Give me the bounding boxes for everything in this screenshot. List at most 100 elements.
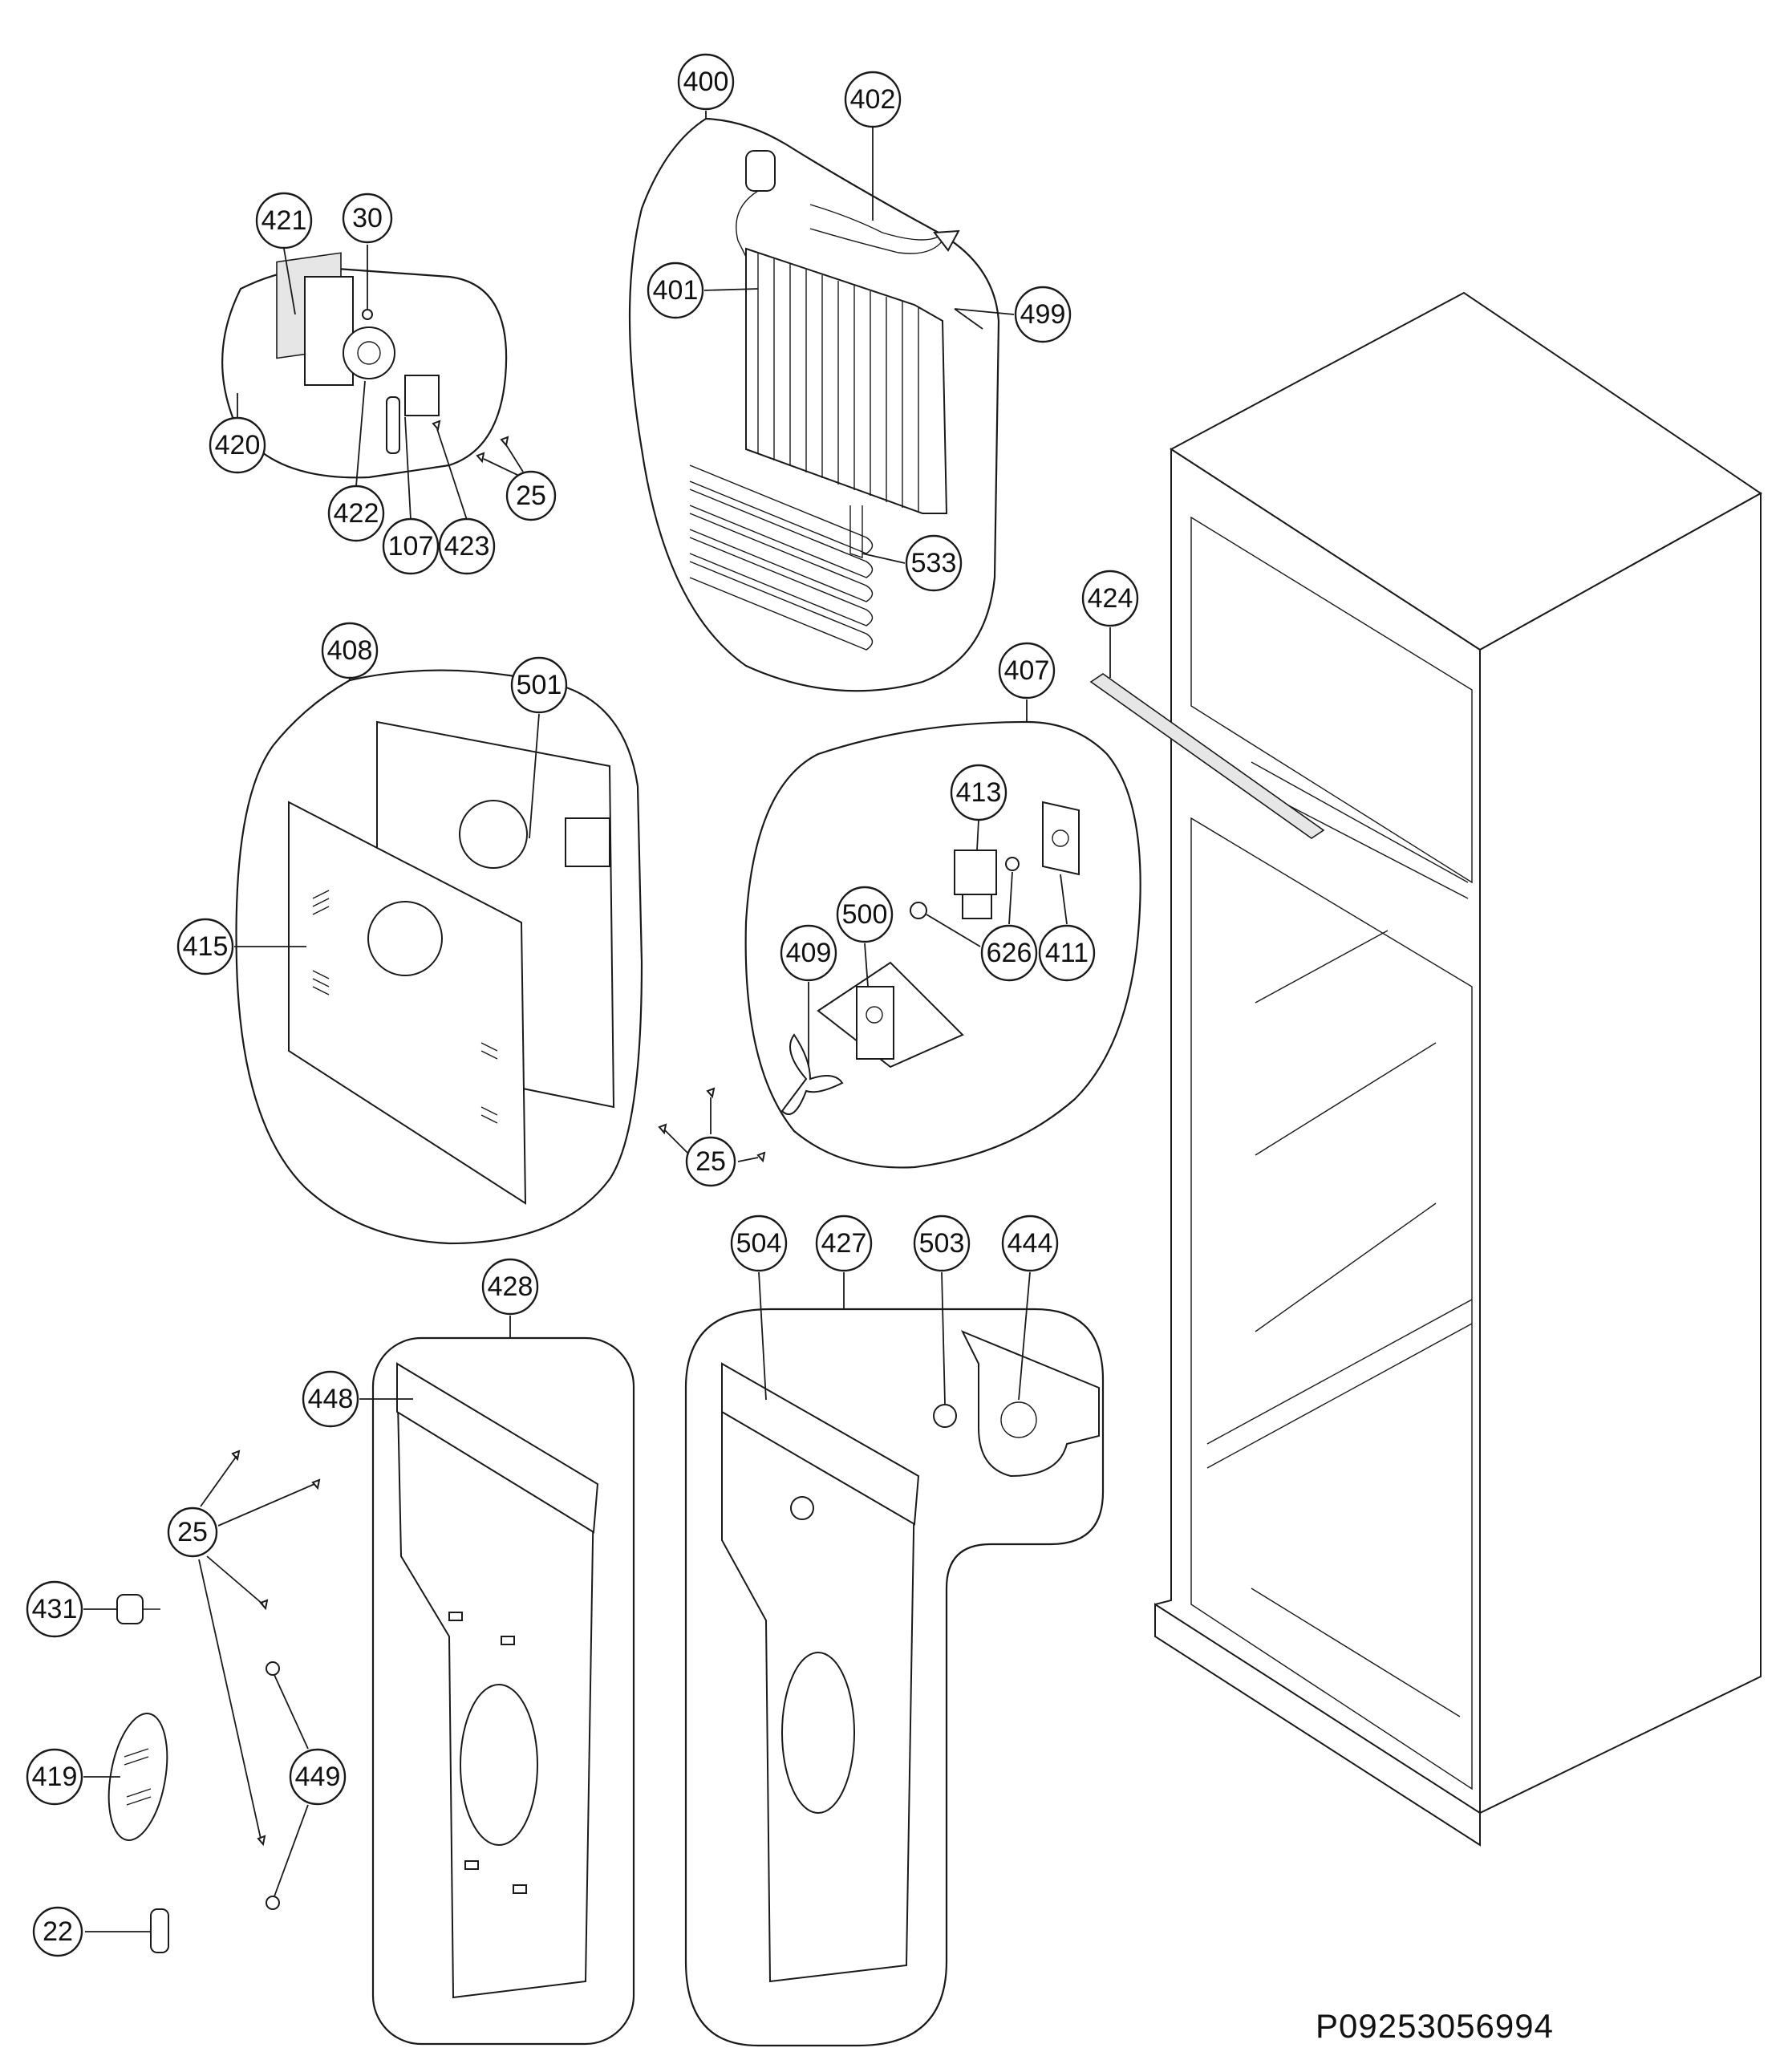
callout-30: 30 [342,193,393,244]
callout-label: 408 [327,635,373,666]
screws-25-center [658,1087,766,1163]
callout-circle [677,53,735,111]
callout-label: 22 [43,1916,73,1947]
callout-circle [26,1580,83,1638]
group-420-thermostat [221,245,524,521]
callout-label: 413 [956,777,1002,808]
callout-label: 107 [388,531,434,562]
callout-circle [1014,286,1072,343]
callout-circle [1038,924,1096,982]
callout-label: 423 [444,531,490,562]
callout-label: 400 [683,67,729,97]
callout-label: 427 [821,1228,867,1259]
callout-label: 420 [215,430,261,460]
document-code: P09253056994 [1316,2007,1554,2045]
callout-626: 626 [980,924,1038,982]
callout-circle [26,1748,83,1806]
callout-label: 407 [1004,655,1050,686]
callout-circle [844,71,902,128]
callout-503: 503 [913,1215,971,1272]
callout-label: 419 [32,1762,78,1792]
callout-circle [438,517,496,575]
callout-circle [815,1215,873,1272]
callout-circle [209,416,266,474]
group-400-evaporator [628,111,1015,692]
callout-label: 448 [308,1384,354,1414]
callout-label: 424 [1088,583,1133,614]
callout-415: 415 [176,918,234,975]
callout-label: 25 [177,1517,208,1547]
fridge-cabinet [1154,291,1762,1847]
callout-402: 402 [844,71,902,128]
callout-circle [647,262,704,319]
callout-label: 504 [736,1228,782,1259]
callout-circle [913,1215,971,1272]
callout-107: 107 [382,517,440,575]
callout-label: 25 [516,481,546,511]
callout-label: 415 [183,931,229,962]
callout-413: 413 [950,764,1007,821]
callout-circle [289,1748,347,1806]
callout-label: 411 [1045,938,1089,968]
group-407-fan [744,700,1141,1169]
group-408-duct [234,669,643,1245]
callout-501: 501 [510,656,568,714]
callout-label: 503 [919,1228,965,1259]
callout-circle [905,534,963,592]
callout-label: 449 [295,1762,341,1792]
callout-500: 500 [836,886,894,943]
callout-424: 424 [1081,570,1139,627]
callout-428: 428 [481,1258,539,1316]
callout-25: 25 [685,1136,736,1187]
callout-422: 422 [327,485,385,542]
callout-circle [730,1215,788,1272]
callout-label: 30 [352,203,383,233]
callout-label: 626 [987,938,1032,968]
callout-label: 25 [695,1146,726,1177]
callout-22: 22 [32,1906,83,1957]
callout-400: 400 [677,53,735,111]
callout-423: 423 [438,517,496,575]
callout-408: 408 [321,622,379,679]
callout-circle [685,1136,736,1187]
callout-407: 407 [998,642,1056,700]
callout-401: 401 [647,262,704,319]
callout-circle [998,642,1056,700]
callout-419: 419 [26,1748,83,1806]
callout-circle [176,918,234,975]
callout-431: 431 [26,1580,83,1638]
callout-circle [327,485,385,542]
callout-label: 401 [653,275,699,306]
group-428-housing [359,1316,635,2046]
callout-circle [382,517,440,575]
callout-circle [321,622,379,679]
callout-label: 409 [786,938,832,968]
callout-label: 533 [911,548,957,578]
callout-420: 420 [209,416,266,474]
callout-circle [481,1258,539,1316]
callout-421: 421 [255,192,313,249]
callout-499: 499 [1014,286,1072,343]
callout-label: 500 [842,899,888,930]
callout-layer: 400 402 401 499 533 421 30 420 422 107 423 25 424 408… [26,53,1139,1957]
callout-427: 427 [815,1215,873,1272]
callout-25: 25 [505,470,557,521]
callout-circle [836,886,894,943]
callout-label: 431 [32,1594,78,1624]
callout-circle [980,924,1038,982]
callout-504: 504 [730,1215,788,1272]
callout-25: 25 [167,1506,218,1558]
callout-label: 428 [488,1271,533,1302]
group-427-housing [684,1271,1105,2047]
callout-533: 533 [905,534,963,592]
loose-parts-left [83,1450,321,1953]
callout-label: 499 [1020,299,1066,330]
callout-449: 449 [289,1748,347,1806]
callout-448: 448 [302,1370,359,1428]
callout-409: 409 [780,924,837,982]
callout-444: 444 [1001,1215,1059,1272]
callout-circle [1001,1215,1059,1272]
callout-label: 422 [334,498,379,529]
callout-label: 421 [262,205,307,236]
